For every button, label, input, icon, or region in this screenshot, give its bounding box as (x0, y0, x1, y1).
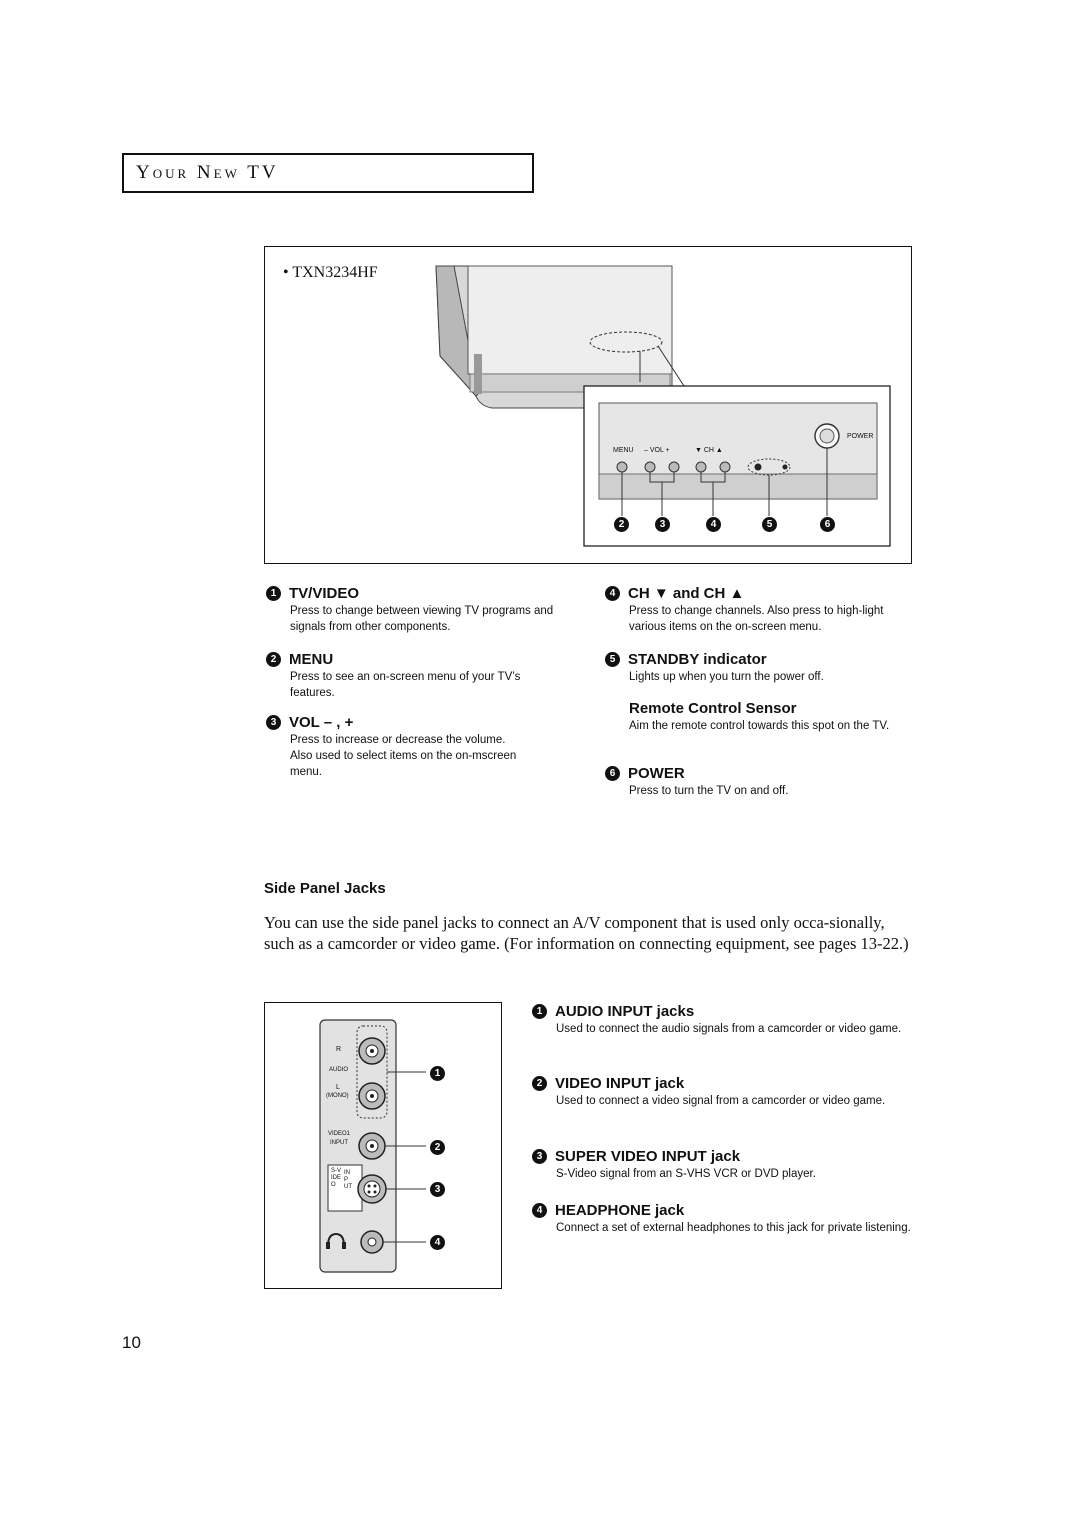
num-badge: 2 (266, 652, 281, 667)
jack-title: AUDIO INPUT jacks (555, 1003, 695, 1020)
jack-title: HEADPHONE jack (555, 1202, 685, 1219)
side-panel-illustration (319, 1019, 426, 1273)
num-badge: 6 (605, 766, 620, 781)
num-badge: 4 (605, 586, 620, 601)
control-title: STANDBY indicator (628, 651, 767, 668)
control-title: VOL – , + (289, 714, 354, 731)
num-badge: 5 (605, 652, 620, 667)
sensor-desc: Aim the remote control towards this spot… (629, 720, 890, 732)
control-ch: 4 CH ▼ and CH ▲ Press to change channels.… (605, 585, 910, 635)
section-header-box (122, 153, 534, 193)
panel-vol-label: – VOL + (644, 447, 670, 454)
jack-sinput-label: INPUT (344, 1170, 352, 1190)
tv-figure-frame (264, 246, 912, 564)
jack-item-audio: 1 AUDIO INPUT jacks Used to connect the a… (532, 1003, 912, 1037)
callout-6: 6 (820, 517, 835, 532)
jack-callout-2: 2 (430, 1140, 445, 1155)
jack-input-label: INPUT (330, 1140, 348, 1146)
callout-3: 3 (655, 517, 670, 532)
control-title: POWER (628, 765, 685, 782)
side-panel-intro: You can use the side panel jacks to conn… (264, 913, 909, 953)
jack-callout-4: 4 (430, 1235, 445, 1250)
jack-desc: S-Video signal from an S-VHS VCR or DVD … (556, 1168, 816, 1180)
jack-title: SUPER VIDEO INPUT jack (555, 1148, 741, 1165)
control-menu: 2 MENU Press to see an on-screen menu of … (266, 651, 556, 701)
control-desc: Press to see an on-screen menu of your T… (290, 671, 521, 699)
jack-r-label: R (336, 1046, 342, 1053)
control-desc: Lights up when you turn the power off. (629, 671, 824, 683)
jack-item-video: 2 VIDEO INPUT jack Used to connect a vide… (532, 1075, 912, 1109)
control-power: 6 POWER Press to turn the TV on and off. (605, 765, 910, 799)
control-sensor: Remote Control Sensor Aim the remote con… (629, 700, 910, 734)
callout-4: 4 (706, 517, 721, 532)
num-badge: 3 (266, 715, 281, 730)
jack-desc: Used to connect a video signal from a ca… (556, 1095, 886, 1107)
control-title: MENU (289, 651, 334, 668)
panel-power-label: POWER (847, 433, 874, 440)
sensor-title: Remote Control Sensor (629, 700, 797, 717)
jack-mono-label: (MONO) (326, 1093, 349, 1099)
control-vol: 3 VOL – , + Press to increase or decrease… (266, 714, 556, 780)
control-desc: Press to turn the TV on and off. (629, 785, 789, 797)
control-desc: Press to increase or decrease the volume… (290, 734, 517, 778)
num-badge: 1 (532, 1004, 547, 1019)
jack-video1-label: VIDEO1 (328, 1131, 351, 1137)
panel-menu-label: MENU (613, 447, 634, 454)
control-title: CH ▼ and CH ▲ (628, 585, 745, 602)
num-badge: 3 (532, 1149, 547, 1164)
section-title: Your New TV (136, 162, 279, 183)
control-desc: Press to change channels. Also press to … (629, 605, 884, 633)
jack-desc: Used to connect the audio signals from a… (556, 1023, 902, 1035)
control-tv-video: 1 TV/VIDEO Press to change between viewin… (266, 585, 566, 635)
jack-item-svideo: 3 SUPER VIDEO INPUT jack S-Video signal f… (532, 1148, 912, 1182)
jack-desc: Connect a set of external headphones to … (556, 1222, 911, 1234)
jack-title: VIDEO INPUT jack (555, 1075, 685, 1092)
control-title: TV/VIDEO (289, 585, 360, 602)
callout-5: 5 (762, 517, 777, 532)
num-badge: 1 (266, 586, 281, 601)
jack-figure-frame (264, 1002, 502, 1289)
jack-l-label: L (336, 1084, 340, 1091)
page-number: 10 (122, 1333, 141, 1352)
callout-2: 2 (614, 517, 629, 532)
side-panel-heading: Side Panel Jacks (264, 880, 386, 897)
num-badge: 4 (532, 1203, 547, 1218)
jack-item-headphone: 4 HEADPHONE jack Connect a set of externa… (532, 1202, 912, 1236)
jack-audio-label: AUDIO (329, 1067, 349, 1073)
panel-ch-label: ▼ CH ▲ (695, 447, 723, 454)
jack-svideo-label: S-VIDEO (331, 1168, 342, 1188)
control-desc: Press to change between viewing TV progr… (290, 605, 554, 633)
num-badge: 2 (532, 1076, 547, 1091)
jack-callout-3: 3 (430, 1182, 445, 1197)
jack-callout-1: 1 (430, 1066, 445, 1081)
model-label: • TXN3234HF (283, 264, 378, 281)
control-standby: 5 STANDBY indicator Lights up when you tu… (605, 651, 910, 685)
tv-front-illustration (435, 265, 891, 547)
